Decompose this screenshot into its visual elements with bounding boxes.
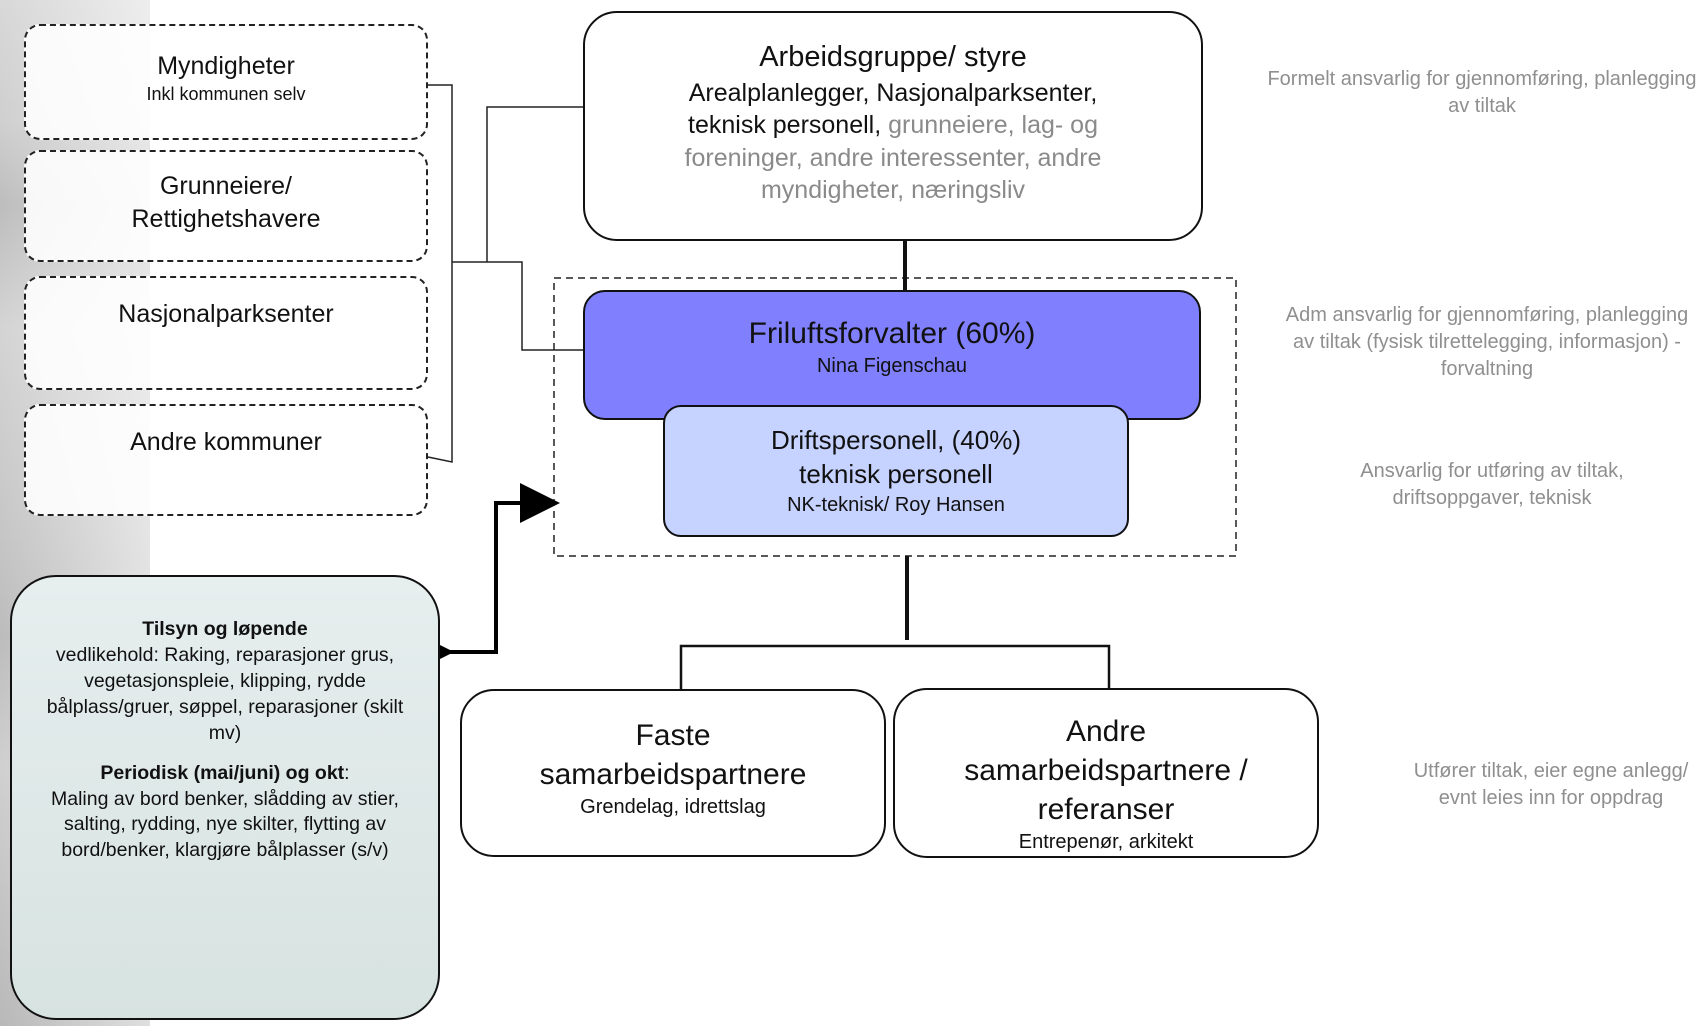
nasjonalparksenter-title: Nasjonalparksenter (118, 300, 334, 328)
andre-samarbeidspartnere-box: Andre samarbeidspartnere / referanser En… (893, 688, 1319, 858)
tilsyn-box: Tilsyn og løpende vedlikehold: Raking, r… (10, 575, 440, 1020)
arbeidsgruppe-title: Arbeidsgruppe/ styre (759, 41, 1027, 73)
junction-to-arbeidsgruppe (486, 106, 583, 262)
faste-line1: Faste (635, 719, 711, 752)
tilsyn-team-arrow (414, 483, 560, 672)
driftspersonell-box: Driftspersonell, (40%) teknisk personell… (663, 405, 1129, 537)
partner-branch (679, 644, 1111, 690)
tilsyn-section-1: Tilsyn og løpende vedlikehold: Raking, r… (42, 617, 408, 747)
andre-line2: samarbeidspartnere / (964, 754, 1248, 787)
faste-sub: Grendelag, idrettslag (580, 796, 766, 818)
arbeidsgruppe-line2-grey: grunneiere, lag- og (881, 111, 1098, 140)
andre-kommuner-title: Andre kommuner (130, 428, 322, 456)
grunneiere-line1: Grunneiere/ (159, 172, 293, 200)
note-adm: Adm ansvarlig for gjennomføring, planleg… (1285, 304, 1689, 380)
note-formelt: Formelt ansvarlig for gjennomføring, pla… (1267, 68, 1697, 117)
note-utforing: Ansvarlig for utføring av tiltak, drifts… (1360, 460, 1624, 509)
arbeidsgruppe-line4: myndigheter, næringsliv (760, 176, 1025, 205)
arbeidsgruppe-box: Arbeidsgruppe/ styre Arealplanlegger, Na… (583, 11, 1203, 241)
stakeholder-bracket (427, 84, 453, 463)
driftspersonell-sub: NK-teknisk/ Roy Hansen (787, 493, 1005, 516)
tilsyn-heading-2: Periodisk (mai/juni) og okt (100, 761, 345, 784)
tilsyn-colon: : (344, 761, 350, 784)
note-utforer: Utfører tiltak, eier egne anlegg/ evnt l… (1413, 760, 1689, 809)
arbeidsgruppe-line2-dark: teknisk personell, (688, 111, 882, 140)
stakeholder-andre-kommuner: Andre kommuner (24, 404, 428, 516)
friluftsforvalter-title: Friluftsforvalter (60%) (748, 317, 1036, 350)
andre-line3: referanser (1037, 793, 1175, 826)
stakeholder-grunneiere: Grunneiere/ Rettighetshavere (24, 150, 428, 262)
andre-line1: Andre (1065, 715, 1147, 748)
friluftsforvalter-sub: Nina Figenschau (816, 355, 968, 377)
faste-line2: samarbeidspartnere (539, 758, 807, 791)
stakeholder-nasjonalparksenter: Nasjonalparksenter (24, 276, 428, 390)
stakeholder-myndigheter: Myndigheter Inkl kommunen selv (24, 24, 428, 140)
tilsyn-text-2: Maling av bord benker, slådding av stier… (51, 787, 399, 862)
tilsyn-heading-1: Tilsyn og løpende (142, 618, 308, 640)
junction-to-friluftsforvalter (487, 261, 583, 351)
grunneiere-line2: Rettighetshavere (131, 204, 321, 233)
friluftsforvalter-box: Friluftsforvalter (60%) Nina Figenschau (583, 290, 1201, 420)
team-dashed-frame (553, 277, 1237, 557)
driftspersonell-line1: Driftspersonell, (40%) (771, 425, 1021, 455)
myndigheter-sub: Inkl kommunen selv (146, 83, 306, 104)
myndigheter-title: Myndigheter (157, 52, 295, 80)
tilsyn-text-1: vedlikehold: Raking, reparasjoner grus, … (46, 643, 404, 744)
tilsyn-section-2: Periodisk (mai/juni) og okt: Maling av b… (42, 761, 408, 865)
andre-sub: Entrepenør, arkitekt (1018, 831, 1194, 853)
arbeidsgruppe-line3: foreninger, andre interessenter, andre (684, 143, 1102, 172)
faste-samarbeidspartnere-box: Faste samarbeidspartnere Grendelag, idre… (460, 689, 886, 857)
arbeidsgruppe-line2: teknisk personell, grunneiere, lag- og (585, 109, 1201, 142)
driftspersonell-line2: teknisk personell (799, 458, 993, 489)
arbeidsgruppe-line1: Arealplanlegger, Nasjonalparksenter, (688, 78, 1098, 107)
